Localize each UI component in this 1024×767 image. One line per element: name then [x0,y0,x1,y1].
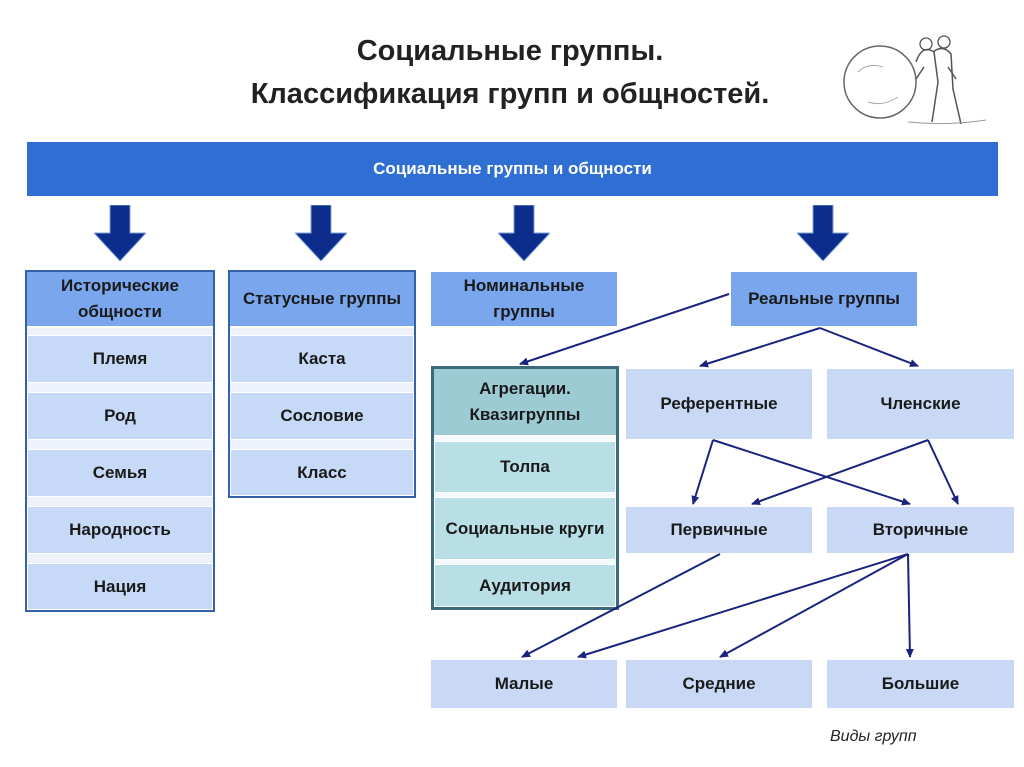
arrow-primary-to-small [521,553,721,658]
page-title: Социальные группы. Классификация групп и… [180,30,840,116]
status-header: Статусные группы [230,272,414,328]
reference-box: Референтные [626,369,812,439]
down-arrow-icon [797,205,849,261]
title-line-2: Классификация групп и общностей. [250,78,770,110]
list-item: Сословие [230,392,414,440]
arrow-reference-to-primary [691,439,714,505]
arrow-real-to-reference [699,327,821,368]
list-item: Толпа [434,441,616,493]
snowball-illustration [843,35,987,125]
title-line-1: Социальные группы. [356,35,664,67]
historical-header: Исторические общности [27,272,213,328]
down-arrow-icon [94,205,146,261]
medium-box: Средние [626,660,812,708]
arrow-real-to-aggregation [519,293,730,366]
list-item: Аудитория [434,564,616,607]
aggregation-header: Агрегации. Квазигруппы [434,369,616,437]
list-item: Род [27,392,213,440]
list-item: Племя [27,335,213,383]
arrow-secondary-to-small [577,553,909,659]
arrow-member-to-primary [751,439,929,506]
member-box: Членские [827,369,1014,439]
list-item: Класс [230,449,414,496]
arrow-real-to-member [819,327,919,367]
caption: Виды групп [830,728,917,745]
arrow-secondary-to-large [905,553,914,658]
secondary-box: Вторичные [827,507,1014,553]
nominal-header: Номинальные группы [431,272,617,326]
list-item: Каста [230,335,414,383]
large-box: Большие [827,660,1014,708]
arrow-member-to-secondary [927,439,959,505]
arrow-reference-to-secondary [712,439,911,506]
down-arrow-icon [498,205,550,261]
real-header: Реальные группы [731,272,917,326]
list-item: Нация [27,563,213,610]
list-item: Народность [27,506,213,554]
main-banner: Социальные группы и общности [27,142,998,196]
small-box: Малые [431,660,617,708]
down-arrow-icon [295,205,347,261]
primary-box: Первичные [626,507,812,553]
list-item: Социальные круги [434,497,616,560]
list-item: Семья [27,449,213,497]
arrow-secondary-to-medium [719,553,909,658]
